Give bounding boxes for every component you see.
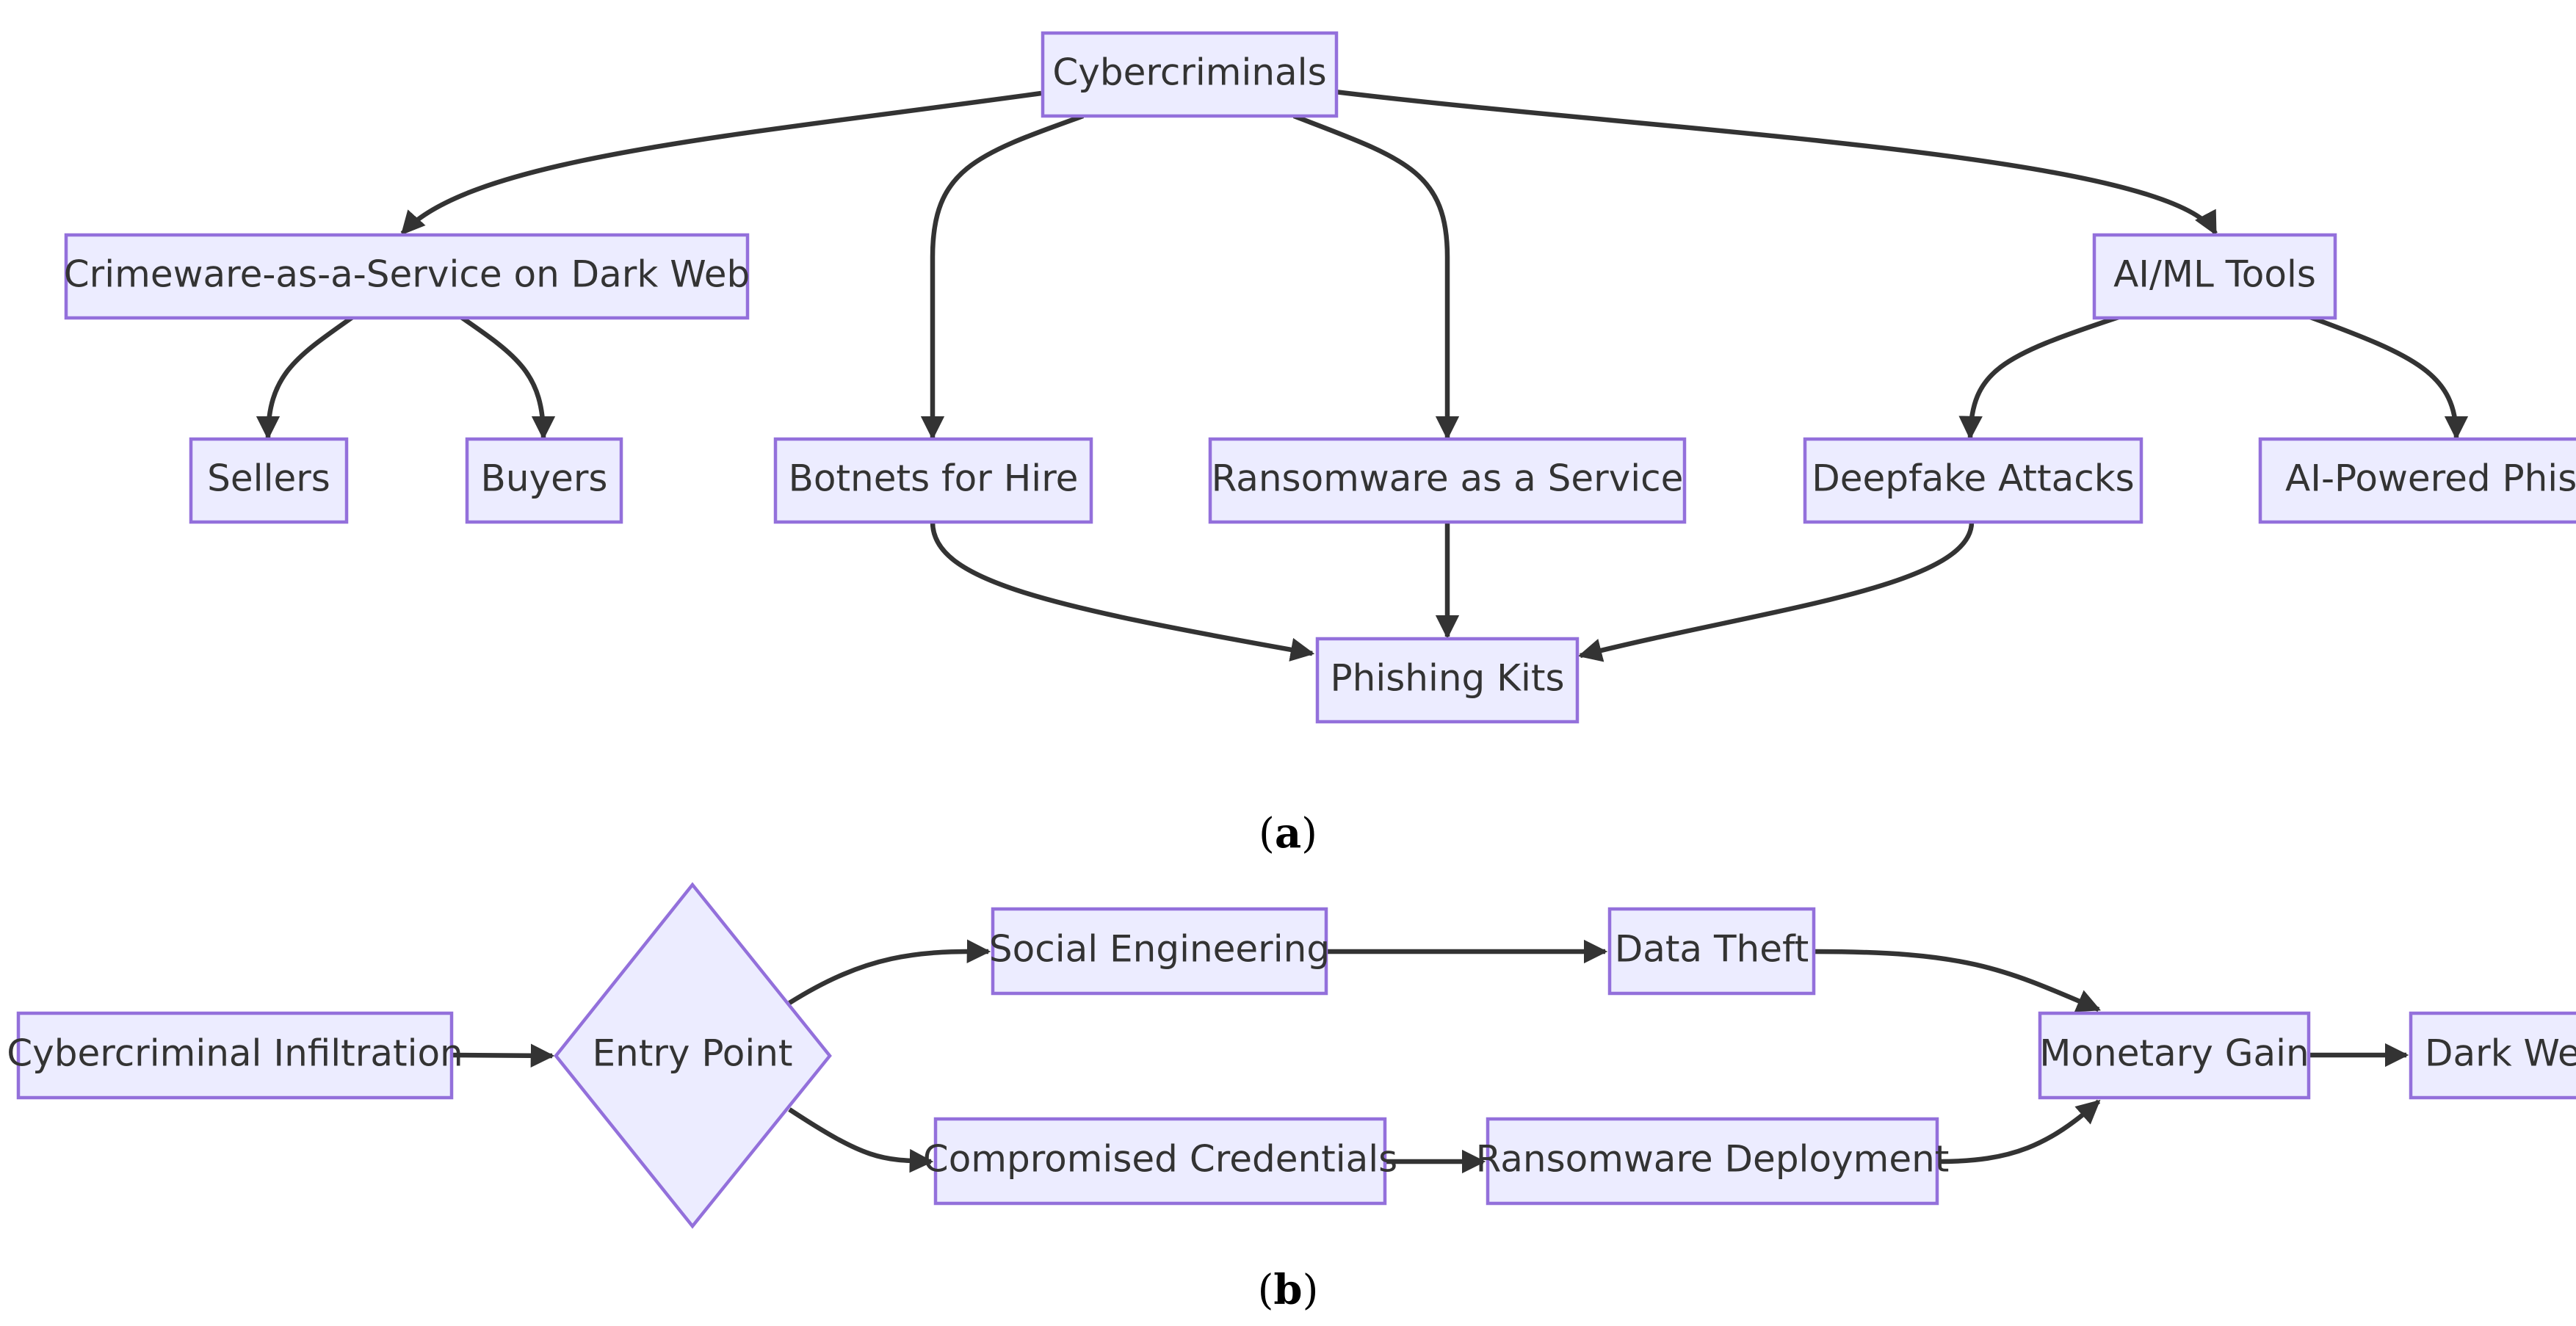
edge-botnets-phishing-kits xyxy=(930,521,1315,662)
node-dark-web: Dark Web xyxy=(2409,1011,2576,1100)
node-ransomware-deployment: Ransomware Deployment xyxy=(1476,1117,1950,1206)
diagram-b-edges xyxy=(451,939,2409,1174)
edge-entry-credentials xyxy=(788,1107,934,1173)
node-sellers-label: Sellers xyxy=(207,457,330,500)
node-phishing-kits: Phishing Kits xyxy=(1315,637,1580,724)
edge-deepfake-phishing-kits xyxy=(1577,521,1975,662)
diagram-a: Cybercriminals Crimeware-as-a-Service on… xyxy=(64,31,2576,858)
edge-cybercriminals-aiml xyxy=(1334,89,2218,236)
node-monetary-gain: Monetary Gain xyxy=(2038,1011,2311,1100)
node-ransomware-deployment-label: Ransomware Deployment xyxy=(1476,1138,1950,1181)
node-buyers: Buyers xyxy=(465,437,623,524)
node-compromised-credentials-label: Compromised Credentials xyxy=(923,1138,1397,1181)
node-ransomware-service-label: Ransomware as a Service xyxy=(1212,457,1684,500)
node-dark-web-label: Dark Web xyxy=(2425,1032,2576,1075)
node-social-engineering: Social Engineering xyxy=(989,907,1330,996)
node-deepfake: Deepfake Attacks xyxy=(1803,437,2143,524)
edge-aiml-deepfake xyxy=(1958,314,2120,441)
node-cybercriminals: Cybercriminals xyxy=(1041,31,1339,118)
node-ai-phishing-label: AI-Powered Phish xyxy=(2285,457,2576,500)
diagram-b: Cybercriminal Infiltration Entry Point S… xyxy=(7,882,2576,1314)
edge-datatheft-monetary xyxy=(1815,949,2101,1012)
node-botnets-label: Botnets for Hire xyxy=(789,457,1079,500)
caption-b: (b) xyxy=(1258,1266,1319,1314)
node-infiltration-label: Cybercriminal Infiltration xyxy=(7,1032,463,1075)
node-entry-point-label: Entry Point xyxy=(592,1032,792,1075)
edge-crimeware-buyers xyxy=(460,315,556,441)
node-monetary-gain-label: Monetary Gain xyxy=(2039,1032,2309,1075)
node-compromised-credentials: Compromised Credentials xyxy=(923,1117,1397,1206)
edge-ransomware-monetary xyxy=(1938,1099,2101,1164)
edge-cybercriminals-ransomware-service xyxy=(1292,113,1460,441)
node-entry-point: Entry Point xyxy=(554,882,832,1229)
node-aiml-label: AI/ML Tools xyxy=(2113,253,2316,296)
node-sellers: Sellers xyxy=(189,437,349,524)
node-botnets: Botnets for Hire xyxy=(773,437,1093,524)
diagram-a-edges xyxy=(256,89,2469,662)
node-ransomware-service: Ransomware as a Service xyxy=(1208,437,1687,524)
node-phishing-kits-label: Phishing Kits xyxy=(1330,657,1564,700)
node-data-theft-label: Data Theft xyxy=(1615,928,1809,971)
node-cybercriminals-label: Cybercriminals xyxy=(1052,51,1326,94)
node-ai-phishing: AI-Powered Phish xyxy=(2258,437,2576,524)
node-aiml: AI/ML Tools xyxy=(2092,233,2337,320)
node-crimeware-label: Crimeware-as-a-Service on Dark Web xyxy=(64,253,750,296)
node-crimeware: Crimeware-as-a-Service on Dark Web xyxy=(64,233,750,320)
caption-a: (a) xyxy=(1259,809,1317,858)
node-data-theft: Data Theft xyxy=(1607,907,1816,996)
node-buyers-label: Buyers xyxy=(481,457,608,500)
edge-infiltration-entry xyxy=(451,1043,555,1068)
edge-aiml-ai-phishing xyxy=(2309,314,2469,441)
node-deepfake-label: Deepfake Attacks xyxy=(1812,457,2135,500)
node-infiltration: Cybercriminal Infiltration xyxy=(7,1011,463,1100)
edge-crimeware-sellers xyxy=(256,315,354,441)
edge-cybercriminals-crimeware xyxy=(400,90,1042,236)
edge-cybercriminals-botnets xyxy=(920,113,1085,441)
node-social-engineering-label: Social Engineering xyxy=(989,928,1330,971)
edge-entry-social xyxy=(788,939,991,1005)
